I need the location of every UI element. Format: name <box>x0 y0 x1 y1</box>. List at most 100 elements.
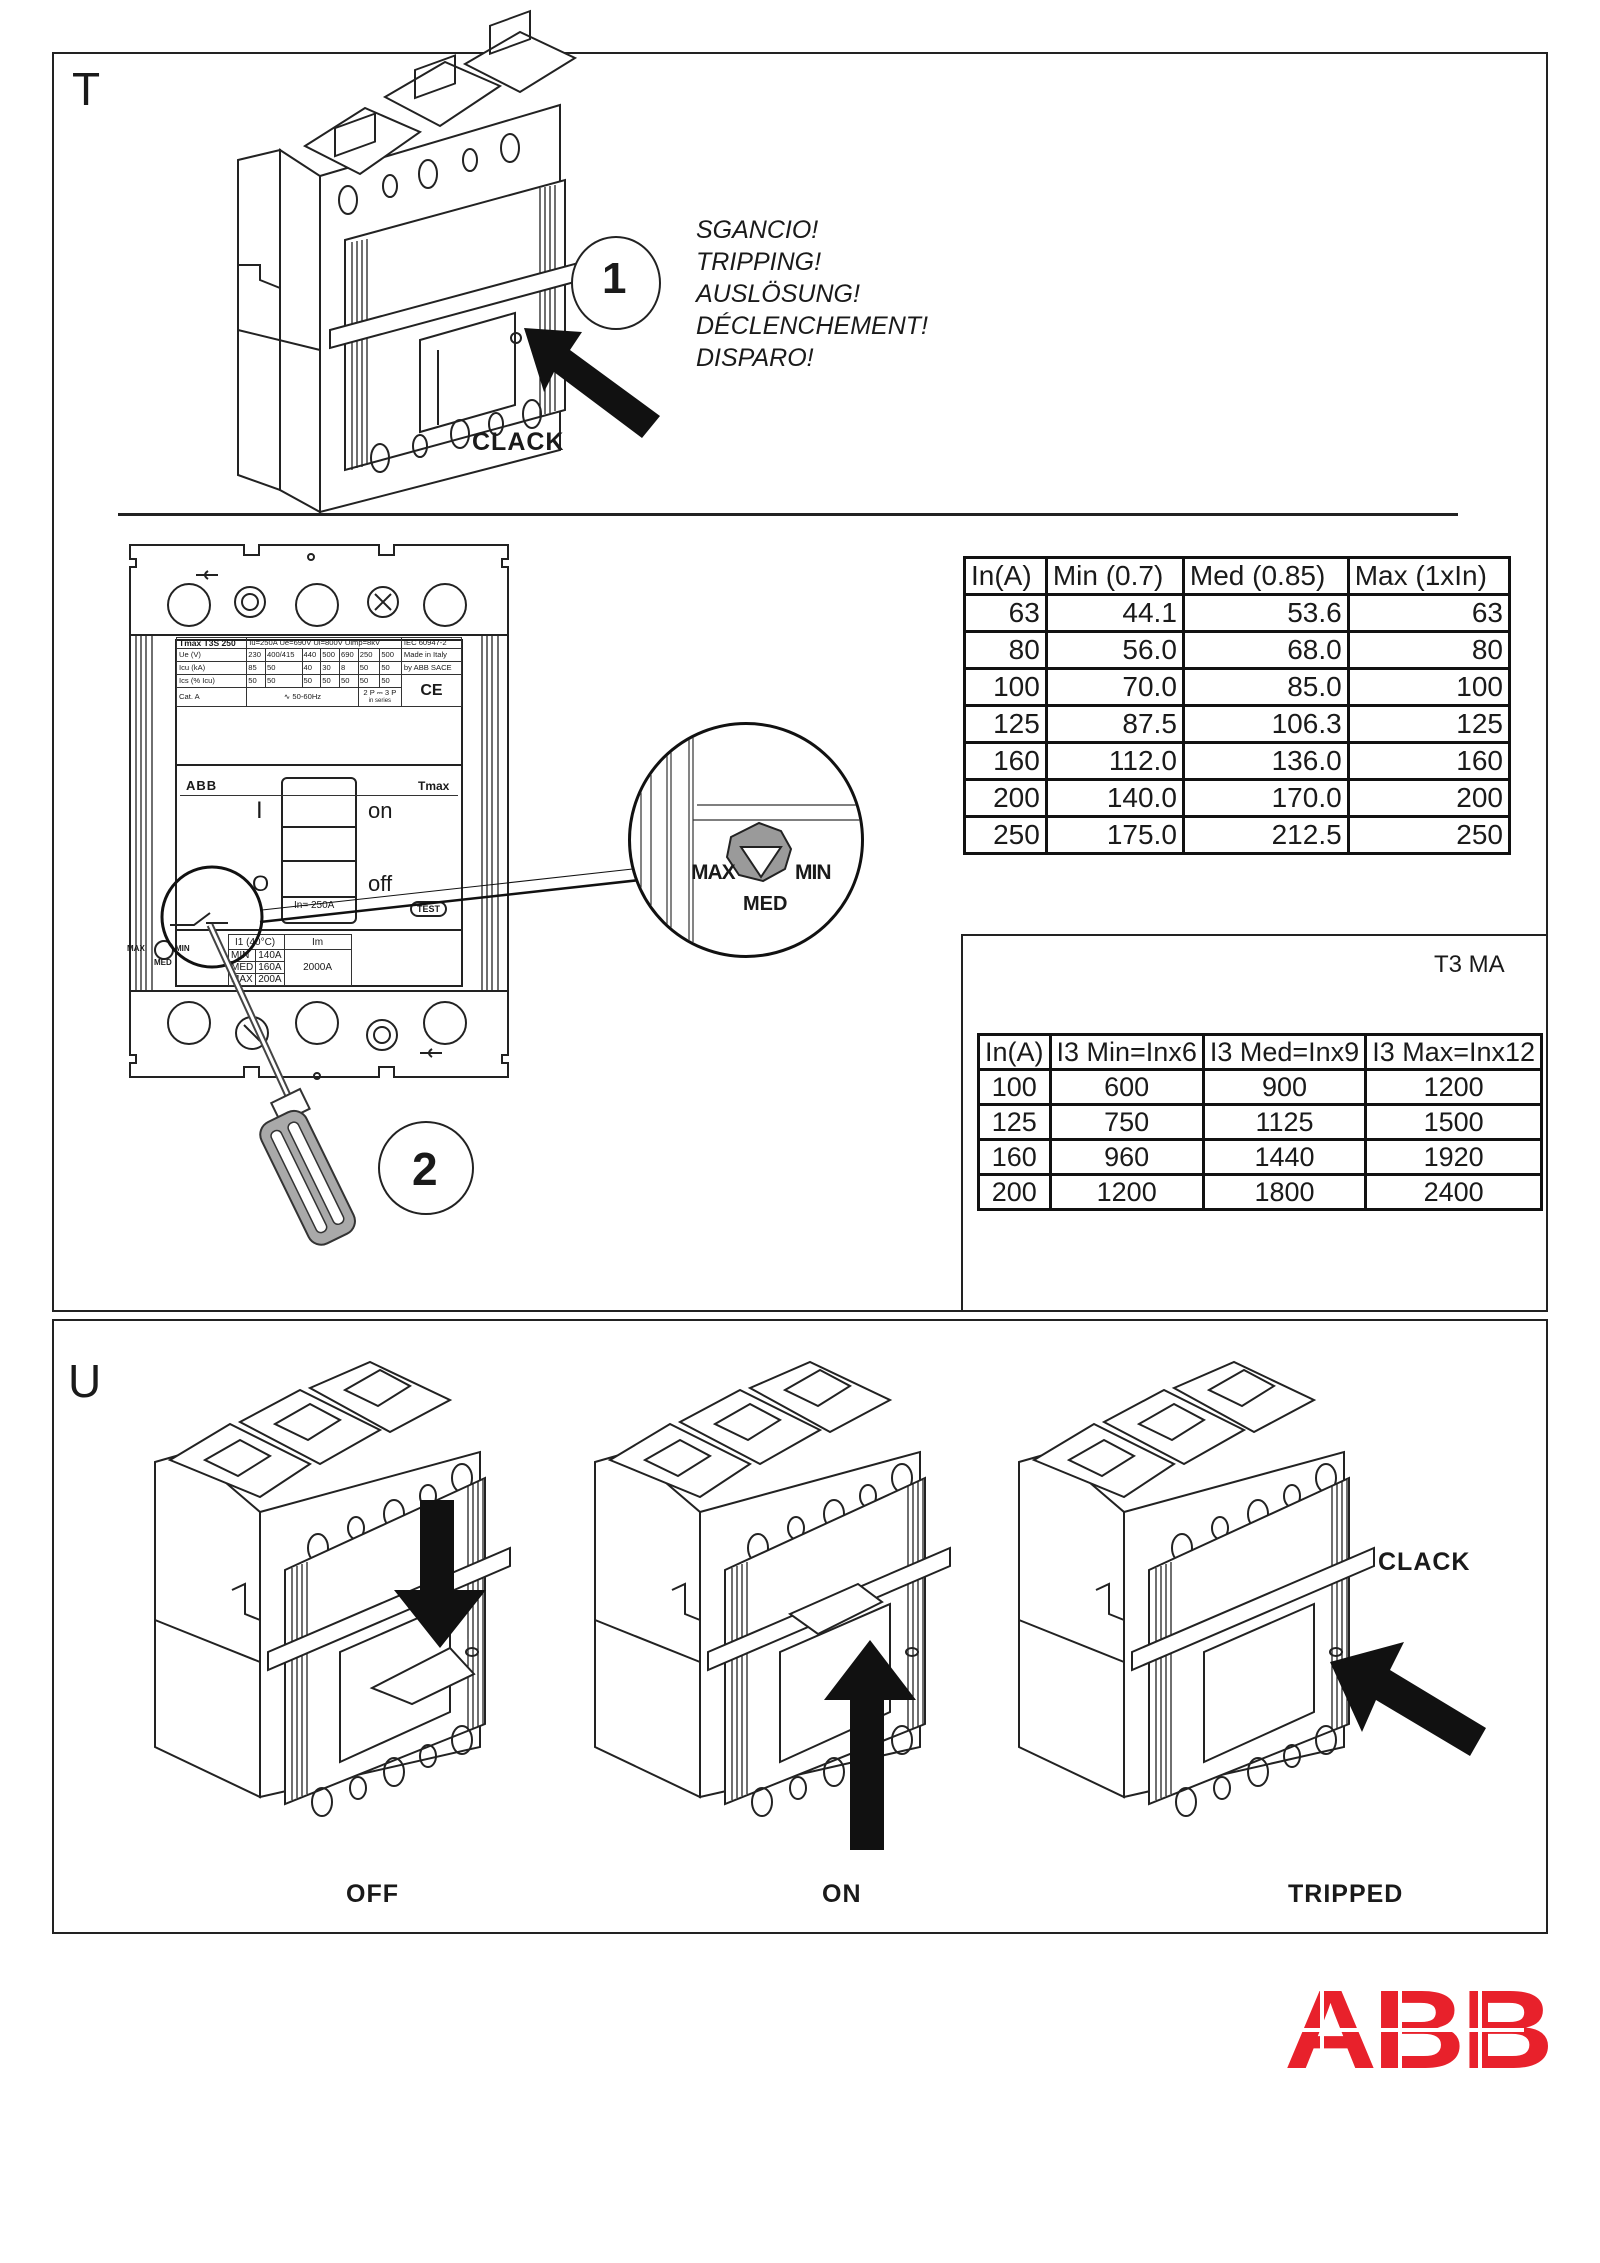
cell: 1500 <box>1364 1103 1544 1141</box>
cell: 140.0 <box>1044 778 1185 818</box>
on-symbol: I <box>256 797 263 824</box>
cell: 160 <box>1346 741 1512 781</box>
zoom-dial-med: MED <box>743 893 788 915</box>
cell: 100 <box>963 667 1048 707</box>
thermal-setting-table: In(A) Min (0.7) Med (0.85) Max (1xIn) 63… <box>963 556 1512 855</box>
on-label: on <box>368 798 393 823</box>
cell: 106.3 <box>1181 704 1350 744</box>
tripping-message-es: DISPARO! <box>696 344 814 372</box>
section-u-frame <box>52 1319 1548 1934</box>
section-t-letter: T <box>72 63 101 115</box>
dial-zoom-detail <box>640 725 861 955</box>
cell: 200 <box>977 1173 1052 1211</box>
state-label-off: OFF <box>346 1880 399 1908</box>
section-u-letter: U <box>68 1355 102 1407</box>
abb-logo: ABB <box>1284 1974 1554 2086</box>
state-label-tripped: TRIPPED <box>1288 1880 1404 1908</box>
state-label-on: ON <box>822 1880 862 1908</box>
ce-mark: CE <box>400 674 463 707</box>
cell: 1440 <box>1201 1138 1368 1176</box>
panel-dial-min: MIN <box>175 944 190 953</box>
tripping-message-it: SGANCIO! <box>696 216 819 244</box>
magnetic-panel-frame <box>961 934 1548 1312</box>
col-header: I3 Max=Inx12 <box>1364 1033 1544 1071</box>
cell: 125 <box>963 704 1048 744</box>
abb-logo-stripe-v1 <box>1320 1980 1324 2080</box>
breaker-tripping-illustration <box>237 9 583 514</box>
cell: 100 <box>977 1068 1052 1106</box>
rating-plate-table: Tmax T3S 250 Iu=250A Ue=690V Ui=800V Uim… <box>175 637 463 707</box>
cell: 44.1 <box>1044 593 1185 633</box>
i1-row-value: 200A <box>255 973 285 986</box>
col-header: In(A) <box>977 1033 1052 1071</box>
abb-logo-stripe-h <box>1284 2028 1524 2032</box>
cell: 200 <box>1346 778 1512 818</box>
table-header-row: In(A) I3 Min=Inx6 I3 Med=Inx9 I3 Max=Inx… <box>977 1033 1544 1071</box>
cell: 170.0 <box>1181 778 1350 818</box>
step-2-badge <box>378 1121 474 1215</box>
cell: 250 <box>1346 815 1512 855</box>
cell: 212.5 <box>1181 815 1350 855</box>
cell: 960 <box>1048 1138 1205 1176</box>
cell: 68.0 <box>1181 630 1350 670</box>
icu-val: 50 <box>265 661 303 675</box>
step-1-badge <box>571 236 661 330</box>
test-button[interactable]: TEST <box>410 901 448 917</box>
cell: 63 <box>1346 593 1512 633</box>
clack-label-tripped: CLACK <box>1378 1548 1471 1576</box>
cell: 56.0 <box>1044 630 1185 670</box>
col-header: In(A) <box>963 556 1048 596</box>
cell: 1200 <box>1048 1173 1205 1211</box>
cell: 2400 <box>1364 1173 1544 1211</box>
frequency-value: 50-60Hz <box>292 692 322 701</box>
panel-dial-med: MED <box>154 958 172 967</box>
screwdriver-icon <box>206 923 356 1246</box>
front-panel-outline <box>129 544 509 1080</box>
cell: 136.0 <box>1181 741 1350 781</box>
cell: 160 <box>963 741 1048 781</box>
cell: 63 <box>963 593 1048 633</box>
cell: 600 <box>1048 1068 1205 1106</box>
tripping-messages: SGANCIO! TRIPPING! AUSLÖSUNG! DÉCLENCHEM… <box>696 214 928 374</box>
row-label-cat: Cat. A <box>175 687 248 707</box>
breaker-on-illustration <box>594 1361 951 1817</box>
off-arrow-icon <box>394 1500 486 1648</box>
table-header-row: In(A) Min (0.7) Med (0.85) Max (1xIn) <box>963 556 1512 596</box>
section-t-frame <box>52 52 1548 1312</box>
breaker-tripped-illustration <box>1018 1361 1375 1817</box>
step-2-number: 2 <box>412 1143 438 1195</box>
magnetic-panel-title: T3 MA <box>1434 951 1505 978</box>
zoom-dial-max: MAX <box>691 861 736 884</box>
cell: 80 <box>963 630 1048 670</box>
cell: 1125 <box>1201 1103 1368 1141</box>
clack-label-step1: CLACK <box>472 428 565 456</box>
panel-brand-bar <box>180 781 458 796</box>
tripping-message-en: TRIPPING! <box>696 248 822 276</box>
dial-zoom-circle: MAX MIN MED <box>628 722 864 958</box>
cell: 70.0 <box>1044 667 1185 707</box>
cell: 1920 <box>1364 1138 1544 1176</box>
col-header: Max (1xIn) <box>1346 556 1512 596</box>
cell: 125 <box>1346 704 1512 744</box>
section-t-divider <box>118 513 1458 516</box>
tripping-message-de: AUSLÖSUNG! <box>696 280 860 308</box>
cell: 85.0 <box>1181 667 1350 707</box>
cell: 175.0 <box>1044 815 1185 855</box>
in-rating: In= 250A <box>294 900 335 911</box>
col-header: I3 Med=Inx9 <box>1201 1033 1368 1071</box>
cell: 200 <box>963 778 1048 818</box>
panel-brand-abb: ABB <box>186 778 218 793</box>
col-header: Min (0.7) <box>1044 556 1185 596</box>
off-symbol: O <box>252 871 270 896</box>
dc-note-main: 2 P ⎓ 3 P <box>363 688 397 697</box>
zoom-callout <box>160 865 643 969</box>
tripped-arrow-icon <box>1330 1642 1486 1756</box>
panel-brand-tmax: Tmax <box>418 779 450 793</box>
rating-plate: Tmax T3S 250 Iu=250A Ue=690V Ui=800V Uim… <box>175 637 463 707</box>
